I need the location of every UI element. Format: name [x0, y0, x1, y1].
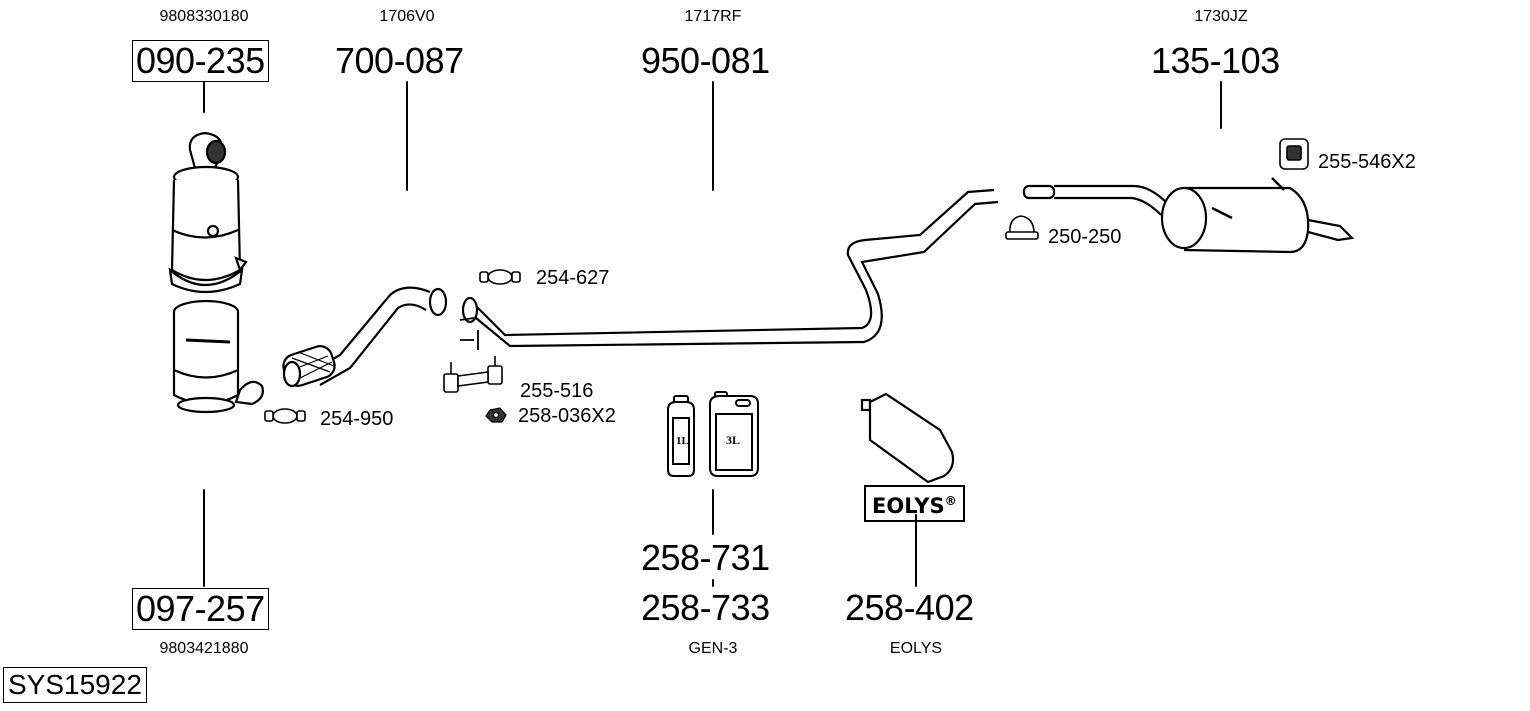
- rear-silencer-icon: [1022, 177, 1355, 254]
- accessory-label-254-950[interactable]: 254-950: [320, 408, 394, 430]
- oem-ref-090-235: 9808330180: [159, 8, 249, 25]
- part-number-090-235[interactable]: 090-235: [132, 40, 269, 82]
- front-pipe-icon: [282, 286, 448, 388]
- part-number-258-733[interactable]: 258-733: [641, 587, 770, 628]
- part-number-097-257[interactable]: 097-257: [132, 588, 269, 630]
- oem-ref-097-257: 9803421880: [159, 640, 249, 657]
- accessory-label-254-627[interactable]: 254-627: [536, 267, 610, 289]
- fluid-3l-label: 3L: [726, 433, 740, 447]
- part-number-258-402[interactable]: 258-402: [845, 587, 974, 628]
- oem-ref-700-087: 1706V0: [379, 8, 435, 25]
- fluid-bottle-1l-icon: [667, 395, 695, 477]
- oem-ref-gen-3: GEN-3: [688, 640, 738, 657]
- eolys-logo: EOLYS®: [864, 485, 965, 522]
- fluid-1l-label: 1L: [676, 435, 689, 447]
- accessory-label-255-516[interactable]: 255-516: [520, 380, 594, 402]
- eolys-additive-pouch-icon: [860, 392, 955, 484]
- part-number-258-731[interactable]: 258-731: [641, 537, 770, 578]
- accessory-label-255-546x2[interactable]: 255-546X2: [1318, 151, 1416, 173]
- accessory-label-250-250[interactable]: 250-250: [1048, 226, 1122, 248]
- bracket-mount-icon: [443, 356, 503, 393]
- part-number-135-103[interactable]: 135-103: [1151, 40, 1280, 81]
- u-clamp-icon: [1005, 215, 1039, 240]
- center-pipe-icon: [459, 188, 999, 350]
- oem-ref-eolys: EOLYS: [889, 640, 943, 657]
- clamp-icon: [264, 408, 306, 424]
- accessory-label-258-036x2[interactable]: 258-036X2: [518, 405, 616, 427]
- particulate-filter-icon: [172, 299, 264, 414]
- oem-ref-950-081: 1717RF: [684, 8, 742, 25]
- eolys-logo-text: EOLYS: [872, 494, 945, 518]
- clamp-icon: [479, 269, 521, 285]
- part-number-700-087[interactable]: 700-087: [335, 40, 464, 81]
- oem-ref-135-103: 1730JZ: [1194, 8, 1248, 25]
- rubber-hanger-icon: [1279, 138, 1309, 170]
- catalytic-converter-icon: [168, 131, 248, 294]
- nut-icon: [485, 407, 507, 423]
- part-number-950-081[interactable]: 950-081: [641, 40, 770, 81]
- system-code: SYS15922: [3, 667, 147, 703]
- registered-mark: ®: [944, 494, 957, 508]
- fluid-can-3l-icon: [709, 391, 759, 477]
